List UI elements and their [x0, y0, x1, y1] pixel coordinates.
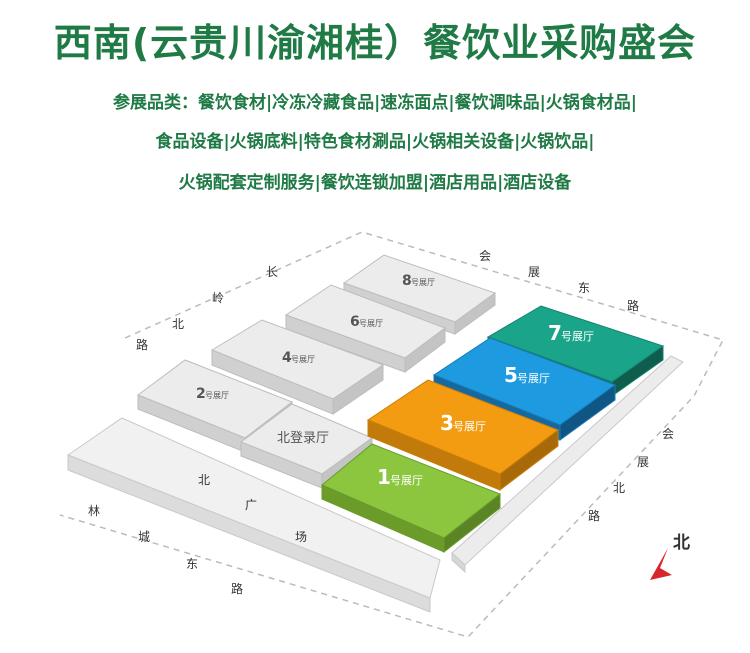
hall-4-number: 4 — [282, 350, 292, 366]
svg-text:广: 广 — [245, 498, 257, 512]
square-labels: 北 广 场 — [198, 473, 307, 544]
hall-7-number: 7 — [548, 321, 562, 345]
svg-text:路: 路 — [588, 508, 600, 523]
north-compass: 北 — [650, 533, 690, 580]
hall-2-number: 2 — [196, 386, 206, 402]
svg-text:会: 会 — [662, 427, 674, 441]
venue-boundary — [59, 231, 725, 638]
svg-text:林: 林 — [88, 504, 100, 518]
svg-text:会: 会 — [479, 249, 491, 263]
svg-text:东: 东 — [186, 557, 198, 571]
north-registration-hall-label: 北登录厅 — [277, 431, 329, 446]
hall-7-label: 号展厅 — [561, 330, 594, 343]
hall-1-number: 1 — [377, 465, 391, 489]
hall-4[interactable]: 4 号展厅 — [210, 319, 385, 415]
hall-5-number: 5 — [504, 363, 518, 387]
east-strip — [451, 355, 684, 574]
road-north-east: 会 展 东 路 — [479, 249, 639, 313]
svg-text:岭: 岭 — [212, 291, 224, 305]
svg-text:展: 展 — [528, 265, 540, 279]
svg-text:长: 长 — [266, 265, 278, 279]
hall-8-number: 8 — [402, 273, 412, 289]
hall-8-label: 号展厅 — [411, 278, 435, 287]
north-registration-hall[interactable]: 北登录厅 — [239, 403, 374, 489]
road-south-west: 林 城 东 路 — [88, 504, 243, 596]
svg-text:路: 路 — [136, 337, 148, 352]
category-line-3: 火锅配套定制服务|餐饮连锁加盟|酒店用品|酒店设备 — [178, 173, 572, 193]
svg-text:路: 路 — [231, 581, 243, 596]
svg-text:展: 展 — [637, 455, 649, 469]
category-line-1: 参展品类：餐饮食材|冷冻冷藏食品|速冻面点|餐饮调味品|火锅食材品| — [112, 93, 638, 113]
hall-8[interactable]: 8 号展厅 — [342, 254, 497, 335]
hall-4-label: 号展厅 — [291, 355, 315, 364]
svg-text:路: 路 — [627, 298, 639, 313]
svg-text:北: 北 — [198, 473, 210, 487]
hall-2-label: 号展厅 — [205, 391, 229, 400]
svg-text:场: 场 — [295, 530, 307, 544]
category-line-2: 食品设备|火锅底料|特色食材涮品|火锅相关设备|火锅饮品| — [155, 132, 595, 152]
north-square — [66, 417, 441, 613]
hall-1[interactable]: 1 号展厅 — [321, 443, 501, 554]
hall-5-label: 号展厅 — [517, 372, 550, 385]
hall-6[interactable]: 6 号展厅 — [284, 284, 447, 373]
hall-3-number: 3 — [440, 411, 454, 435]
compass-label: 北 — [673, 533, 690, 553]
road-north-west: 长 岭 北 路 — [136, 265, 278, 352]
road-east: 会 展 北 路 — [588, 427, 674, 523]
north-arrow-icon — [650, 548, 672, 580]
svg-text:北: 北 — [613, 481, 625, 495]
hall-6-number: 6 — [350, 314, 360, 330]
hall-3[interactable]: 3 号展厅 — [366, 379, 560, 492]
hall-6-label: 号展厅 — [359, 319, 383, 328]
svg-text:北: 北 — [172, 317, 184, 331]
svg-text:城: 城 — [138, 530, 150, 544]
hall-3-label: 号展厅 — [453, 420, 486, 433]
page-title: 西南(云贵川渝湘桂）餐饮业采购盛会 — [53, 21, 697, 65]
hall-1-label: 号展厅 — [390, 474, 423, 487]
svg-text:东: 东 — [578, 281, 590, 295]
